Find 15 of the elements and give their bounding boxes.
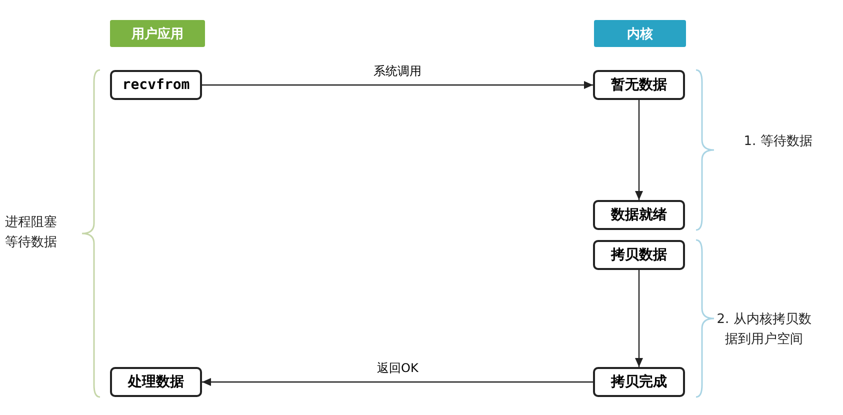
column-header: 内核 [594, 20, 686, 47]
process-box: recvfrom [110, 70, 202, 100]
arrow [202, 378, 593, 386]
arrow [202, 81, 593, 89]
process-box: 暂无数据 [593, 70, 685, 100]
process-box: 拷贝数据 [593, 240, 685, 270]
process-box: 数据就绪 [593, 200, 685, 230]
annotation-text: 2. 从内核拷贝数据到用户空间 [716, 311, 812, 349]
annotation-text: 进程阻塞等待数据 [4, 214, 58, 252]
annotation-text: 1. 等待数据 [742, 133, 814, 151]
column-header: 用户应用 [110, 20, 205, 47]
arrow [635, 100, 643, 200]
process-box: 拷贝完成 [593, 367, 685, 397]
arrow [635, 270, 643, 367]
process-box: 处理数据 [110, 367, 202, 397]
